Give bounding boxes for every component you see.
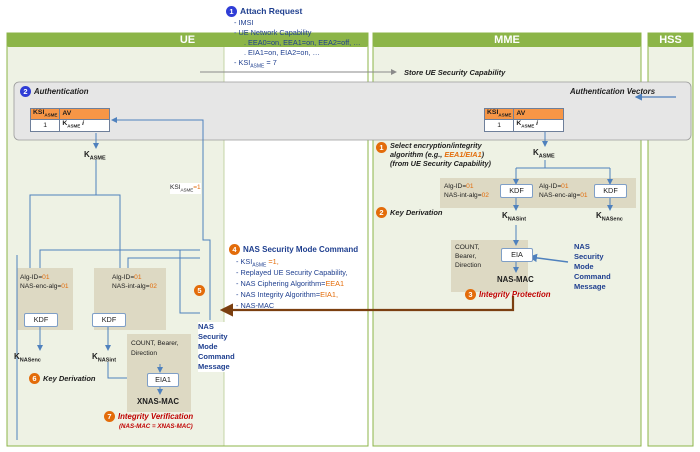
ue-msg-link <box>179 250 200 314</box>
mme-knasint-label: KNASint <box>502 211 527 223</box>
ksi-flow-label: KSIASME=1 <box>170 183 201 195</box>
step-2-badge: 2 <box>20 86 31 97</box>
key-derivation-ue-badge: 6 <box>29 373 40 384</box>
mme-eia-box: EIA <box>501 248 533 262</box>
integrity-verification-sub: (NAS-MAC = XNAS-MAC) <box>119 423 193 430</box>
ue-eia-input-direction: Direction <box>131 350 158 357</box>
ue-kdf-enc-alg-id: Alg-ID=01 <box>20 274 50 281</box>
ue-kdf-enc-alg: NAS-enc-alg=01 <box>20 283 69 290</box>
select-line-3: (from UE Security Capability) <box>390 159 491 168</box>
smc-message-arrow <box>219 296 515 317</box>
ue-kasme-to-int <box>96 194 123 301</box>
attach-item-imsi: - IMSI <box>234 18 254 27</box>
step-5-badge: 5 <box>194 285 205 296</box>
key-derivation-ue-label: Key Derivation <box>43 374 96 383</box>
smc-item-ksi: - KSIASME =1, <box>236 257 279 269</box>
mme-kdf-int-alg: NAS-int-alg=02 <box>444 192 489 199</box>
key-derivation-mme-badge: 2 <box>376 207 387 218</box>
mme-eia-input-bearer: Bearer, <box>455 253 477 260</box>
attach-item-eia: . EIA1=on, EIA2=on, … <box>244 48 320 57</box>
ue-xnas-mac-label: XNAS-MAC <box>137 397 180 406</box>
ue-eia1-box: EIA1 <box>147 373 179 387</box>
select-line-2: algorithm (e.g., EEA1/EIA1) <box>390 150 485 159</box>
mme-kdf-int-box: KDF <box>500 184 533 198</box>
step-1-badge: 1 <box>226 6 237 17</box>
ue-knasenc-label: KNASenc <box>14 352 41 364</box>
smc-item-nasmac: - NAS-MAC <box>236 301 275 310</box>
authentication-title: Authentication <box>34 87 89 96</box>
nas-msg-to-eia <box>528 253 569 263</box>
mme-kdf-enc-box: KDF <box>594 184 627 198</box>
mme-kdf-enc-alg-id: Alg-ID=01 <box>539 183 569 190</box>
ue-kdf-int-alg-id: Alg-ID=01 <box>112 274 142 281</box>
ue-kdf-int-alg: NAS-int-alg=02 <box>112 283 157 290</box>
select-line-1: Select encryption/integrity <box>390 141 482 150</box>
mme-eia-input-direction: Direction <box>455 262 482 269</box>
ue-kdf-enc-box: KDF <box>24 313 58 327</box>
mme-kdf-enc-alg: NAS-enc-alg=01 <box>539 192 588 199</box>
key-derivation-mme-label: Key Derivation <box>390 208 443 217</box>
select-step-badge: 1 <box>376 142 387 153</box>
smc-title: NAS Security Mode Command <box>243 245 359 254</box>
smc-step-badge: 4 <box>229 244 240 255</box>
integrity-verification-badge: 7 <box>104 411 115 422</box>
ksi-feedback-arrow <box>111 117 211 320</box>
attach-item-ksi: - KSIASME = 7 <box>234 58 277 70</box>
integrity-verification-label: Integrity Verification <box>118 412 194 421</box>
authentication-vectors-label: Authentication Vectors <box>570 87 656 96</box>
ue-kasme-label: KASME <box>84 150 106 162</box>
ue-kdf-int-box: KDF <box>92 313 126 327</box>
mme-kasme-label: KASME <box>533 148 555 160</box>
mme-kdf-int-alg-id: Alg-ID=01 <box>444 183 474 190</box>
integrity-protection-badge: 3 <box>465 289 476 300</box>
ue-lane-header: UE <box>7 33 368 47</box>
attach-item-eea: . EEA0=on, EEA1=on, EEA2=off, … <box>244 38 361 47</box>
integrity-protection-label: Integrity Protection <box>479 290 551 299</box>
attach-request-title: Attach Request <box>240 6 303 16</box>
mme-knasenc-label: KNASenc <box>596 211 623 223</box>
attach-item-ue-cap: - UE Network Capability <box>234 28 312 37</box>
ue-eia-input-count-bearer: COUNT, Bearer, <box>131 340 179 347</box>
mme-nas-mac-label: NAS-MAC <box>497 275 534 284</box>
mme-lane-header: MME <box>373 33 641 47</box>
ue-knasint-label: KNASint <box>92 352 117 364</box>
ue-kasme-to-enc <box>27 194 96 287</box>
smc-item-integrity: - NAS Integrity Algorithm=EIA1, <box>236 290 339 299</box>
mme-eia-input-count: COUNT, <box>455 244 480 251</box>
store-capability-label: Store UE Security Capability <box>404 68 506 77</box>
smc-item-ciphering: - NAS Ciphering Algorithm=EEA1 <box>236 279 345 288</box>
smc-item-replayed: - Replayed UE Security Capability, <box>236 268 348 277</box>
hss-lane-header: HSS <box>648 33 693 47</box>
